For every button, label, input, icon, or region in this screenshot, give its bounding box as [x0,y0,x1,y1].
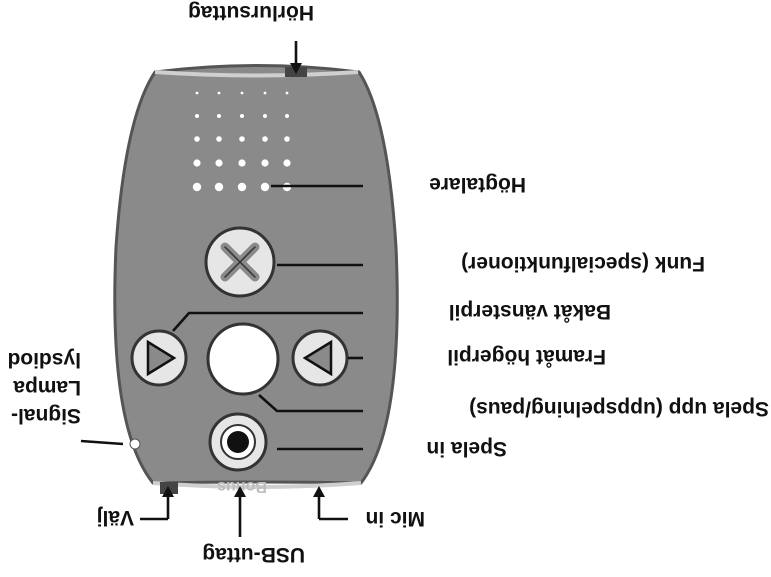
leader-play [258,394,363,413]
speaker-hole [214,182,224,192]
label-signal-line2: Lampa [13,376,81,399]
speaker-hole [284,136,290,142]
label-valj: Välj [97,506,134,529]
left-arrow-icon [146,339,177,377]
speaker-hole [193,159,201,167]
label-speaker: Högtalare [429,173,526,196]
leader-signal [80,439,124,446]
speaker-hole [195,91,199,95]
record-button[interactable] [208,412,268,472]
speaker-hole [285,91,289,95]
back-button[interactable] [130,329,188,387]
speaker-hole [239,136,245,142]
speaker-hole [261,159,269,167]
label-signal-line3: lysdiod [7,348,81,371]
label-headphone-jack: Hörlursuttag [188,1,314,24]
label-signal-line1: Signal- [11,404,81,427]
label-back: Bakåt vänsterpil [449,300,611,323]
speaker-hole [237,182,247,192]
speaker-hole [215,159,223,167]
label-usb: USB-uttag [202,543,305,566]
arrow-usb [234,486,246,497]
speaker-hole [195,114,199,118]
speaker-hole [283,159,291,167]
arrow-menu [162,486,174,497]
speaker-hole [285,114,289,118]
arrow-mic [313,486,325,497]
label-forward: Framåt högerpil [447,345,606,368]
speaker-hole [240,91,244,95]
speaker-hole [194,136,200,142]
label-play: Spela upp (uppspelning/paus) [469,397,769,420]
speaker-hole [263,114,267,118]
label-function: Funk (specialfunktioner) [461,252,705,275]
play-pause-button[interactable] [206,322,280,396]
speaker-grille [192,91,292,192]
right-arrow-icon [302,339,333,377]
speaker-hole [216,136,222,142]
signal-led [129,438,141,450]
function-button[interactable] [204,226,276,298]
speaker-hole [217,114,221,118]
label-mic: Mic in [365,507,425,530]
leader-back [172,311,363,332]
speaker-hole [262,136,268,142]
speaker-hole [263,91,267,95]
brand-logo: Bonus [217,478,267,495]
arrow-headphone [290,63,302,74]
forward-button[interactable] [291,329,349,387]
speaker-hole [260,182,270,192]
device-bottom-band [154,70,359,78]
device-top-band [152,481,362,489]
speaker-hole [192,182,202,192]
label-record: Spela in [426,437,507,460]
speaker-hole [238,159,246,167]
speaker-hole [240,114,244,118]
record-icon [227,431,249,453]
speaker-hole [217,91,221,95]
